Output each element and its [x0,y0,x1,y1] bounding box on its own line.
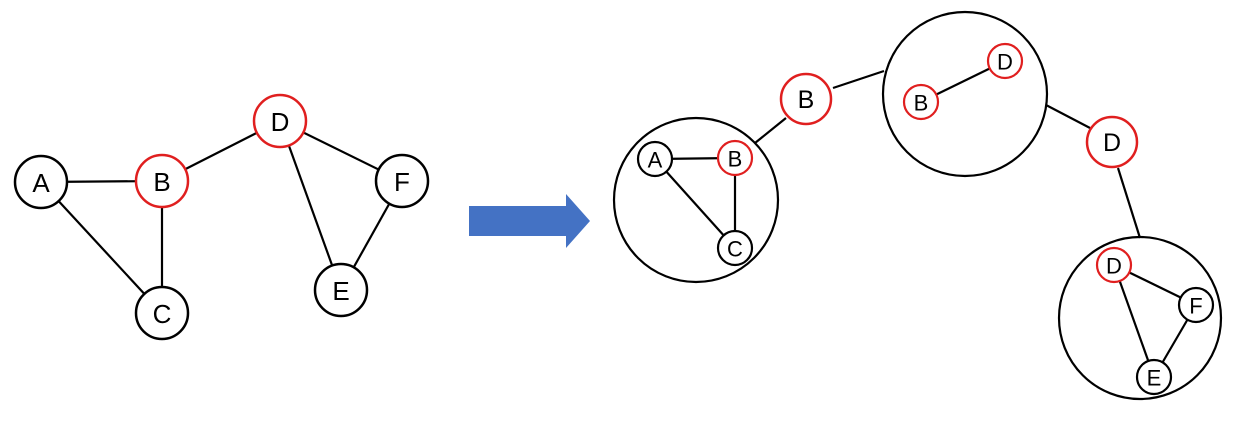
block-2: B D [881,10,1049,178]
blk3-node-D: D [1095,246,1133,284]
cut-vertex-D: D [1085,115,1139,169]
tree-edge-blk1-B [754,117,787,144]
node-C-circle [134,285,190,341]
node-B: B [134,153,190,209]
blk1-node-C-label: C [727,237,743,262]
node-A: A [13,154,69,210]
node-B-label: B [153,167,170,197]
edge-D-E [278,120,343,291]
tree-edge-B-blk2 [832,69,885,90]
cut-vertex-D-label: D [1103,129,1121,157]
node-A-circle [13,154,69,210]
tree-edge-blk2-D [1045,104,1091,129]
blk1-node-B-circle [716,139,754,177]
node-C-label: C [153,299,172,329]
blk1-node-A: A [636,140,674,178]
block-3: D F E [1057,235,1223,401]
cut-vertex-B-label: B [798,86,815,114]
blk2-node-D: D [986,42,1024,80]
blk3-node-F-label: F [1189,294,1202,319]
blk1-node-C-circle [716,229,754,267]
blk3-node-E-circle [1135,358,1173,396]
node-B-circle [134,153,190,209]
blk2-node-B-label: B [914,91,929,116]
edge-A-C [40,181,163,314]
original-graph: A B C D E F [13,93,430,341]
blk1-node-B-label: B [728,147,743,172]
node-C: C [134,285,190,341]
node-E: E [313,262,369,318]
tree-edge-D-blk3 [1116,167,1142,239]
blk3-edge-D-E [1112,264,1156,378]
node-E-circle [313,262,369,318]
blk1-edge-A-C [654,158,736,249]
block-2-circle [881,10,1049,178]
blk1-node-A-circle [636,140,674,178]
node-D: D [252,93,308,149]
block-1-circle [612,116,780,284]
cut-vertex-B: B [779,72,833,126]
blk1-node-B: B [716,139,754,177]
cut-vertex-B-circle [779,72,833,126]
blk2-node-D-label: D [997,50,1013,75]
blk3-node-E: E [1135,358,1173,396]
node-F-circle [374,153,430,209]
node-D-label: D [271,107,290,137]
blk3-node-D-label: D [1106,254,1122,279]
node-E-label: E [332,276,349,306]
node-F-label: F [394,167,410,197]
blk3-node-F-circle [1177,286,1215,324]
node-F: F [374,153,430,209]
blk3-node-F: F [1177,286,1215,324]
node-D-circle [252,93,308,149]
block-cut-tree: A B C B B D [612,10,1223,401]
blk1-node-A-label: A [648,148,663,173]
blk3-node-E-label: E [1147,366,1162,391]
blk2-node-B: B [902,83,940,121]
blk2-node-B-circle [902,83,940,121]
block-1: A B C [612,116,780,284]
block-3-circle [1057,235,1223,401]
cut-vertex-D-circle [1085,115,1139,169]
node-A-label: A [32,168,50,198]
blk1-node-C: C [716,229,754,267]
blk3-node-D-circle [1095,246,1133,284]
blk2-node-D-circle [986,42,1024,80]
right-arrow-icon [469,194,590,248]
